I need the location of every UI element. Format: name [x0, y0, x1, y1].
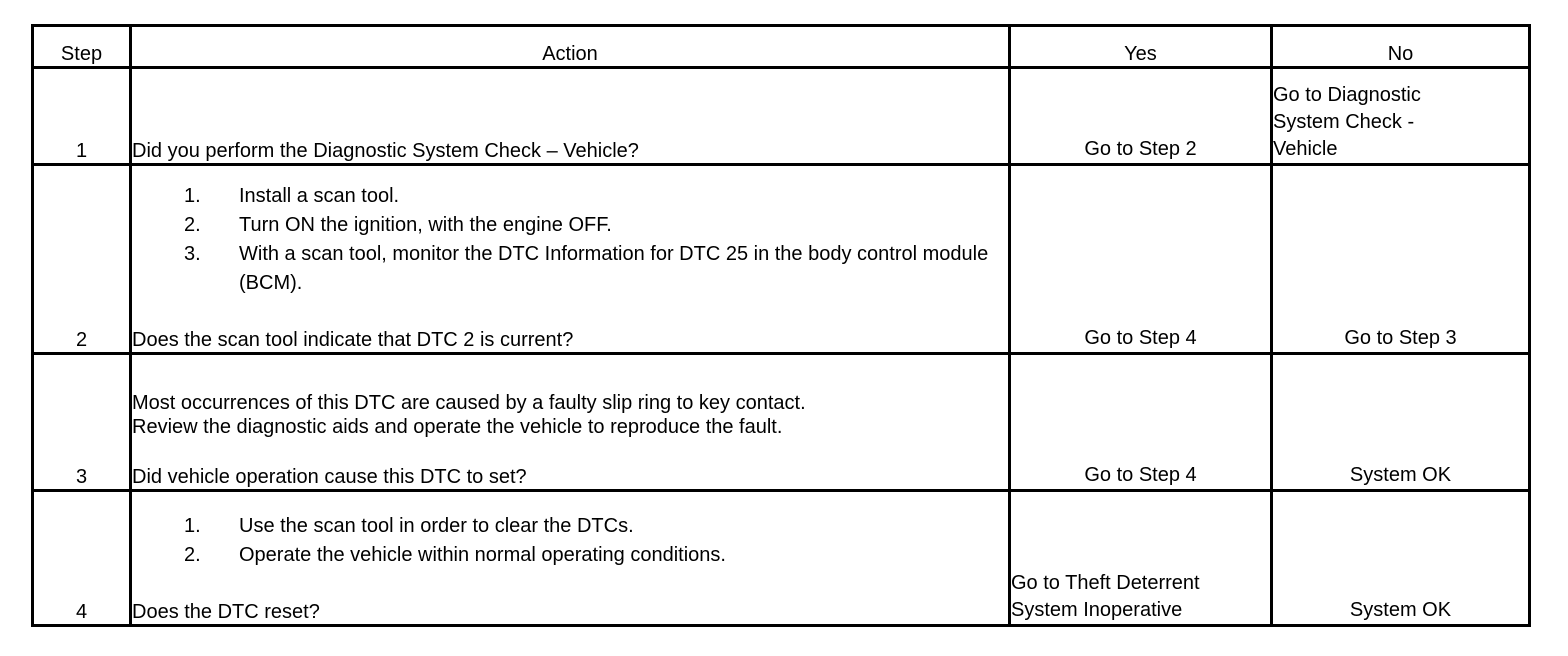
action-cell: Did you perform the Diagnostic System Ch…: [129, 66, 1011, 166]
answer-line: System Check -: [1273, 111, 1415, 133]
list-item-number: 1.: [184, 185, 201, 207]
list-item-number: 2.: [184, 544, 201, 566]
action-step-list: 1. Install a scan tool. 2. Turn ON the i…: [132, 182, 1008, 298]
action-content: Did you perform the Diagnostic System Ch…: [132, 139, 1008, 163]
list-item-number: 2.: [184, 214, 201, 236]
action-cell: 1. Install a scan tool. 2. Turn ON the i…: [129, 163, 1011, 355]
answer-line: System Inoperative: [1011, 599, 1183, 621]
table-row: 1 Did you perform the Diagnostic System …: [31, 66, 1531, 166]
step-number-cell: 2: [31, 163, 132, 355]
action-question: Did vehicle operation cause this DTC to …: [132, 466, 527, 488]
no-answer-cell: System OK: [1270, 352, 1531, 492]
spacer: [132, 439, 1008, 465]
action-content: 1. Use the scan tool in order to clear t…: [132, 512, 1008, 624]
diagnostic-procedure-table: Step Action Yes No 1 Did you perform the…: [31, 24, 1531, 627]
step-number-cell: 1: [31, 66, 132, 166]
action-cell: Most occurrences of this DTC are caused …: [129, 352, 1011, 492]
no-answer-cell: Go to Step 3: [1270, 163, 1531, 355]
table-header: Step Action Yes No: [31, 24, 1531, 69]
yes-answer-cell: Go to Step 4: [1008, 352, 1273, 492]
action-question: Does the scan tool indicate that DTC 2 i…: [132, 329, 574, 351]
answer-line: Go to Step 4: [1084, 464, 1197, 486]
answer-line: System OK: [1349, 599, 1452, 621]
action-list-item: 1. Use the scan tool in order to clear t…: [132, 512, 1008, 541]
step-number-cell: 3: [31, 352, 132, 492]
answer-line: Go to Step 2: [1084, 138, 1197, 160]
no-answer-cell: System OK: [1270, 489, 1531, 627]
list-item-text: With a scan tool, monitor the DTC Inform…: [239, 243, 989, 294]
action-paragraph-line: Review the diagnostic aids and operate t…: [132, 416, 783, 438]
spacer: [132, 570, 1008, 600]
table-body: 1 Did you perform the Diagnostic System …: [31, 66, 1531, 627]
action-list-item: 2. Operate the vehicle within normal ope…: [132, 541, 1008, 570]
action-step-list: 1. Use the scan tool in order to clear t…: [132, 512, 1008, 570]
answer-line: Go to Theft Deterrent: [1011, 572, 1200, 594]
table-row: 3 Most occurrences of this DTC are cause…: [31, 352, 1531, 492]
yes-answer-cell: Go to Step 4: [1008, 163, 1273, 355]
step-number-cell: 4: [31, 489, 132, 627]
list-item-text: Operate the vehicle within normal operat…: [239, 544, 726, 566]
spacer: [132, 298, 1008, 328]
answer-line: Go to Step 3: [1344, 327, 1457, 349]
list-item-text: Install a scan tool.: [239, 185, 400, 207]
table-row: 4 1. Use the scan tool in order to clear…: [31, 489, 1531, 627]
column-header-action: Action: [129, 24, 1011, 69]
list-item-text: Turn ON the ignition, with the engine OF…: [239, 214, 612, 236]
action-cell: 1. Use the scan tool in order to clear t…: [129, 489, 1011, 627]
yes-answer-cell: Go to Theft Deterrent System Inoperative: [1008, 489, 1273, 627]
answer-line: Go to Diagnostic: [1273, 84, 1421, 106]
action-question: Does the DTC reset?: [132, 601, 320, 623]
answer-line: Vehicle: [1273, 138, 1338, 160]
yes-answer-cell: Go to Step 2: [1008, 66, 1273, 166]
action-paragraph-line: Most occurrences of this DTC are caused …: [132, 392, 806, 414]
answer-line: System OK: [1349, 464, 1452, 486]
action-content: 1. Install a scan tool. 2. Turn ON the i…: [132, 182, 1008, 352]
list-item-number: 3.: [184, 243, 201, 265]
action-list-item: 2. Turn ON the ignition, with the engine…: [132, 211, 1008, 240]
column-header-no: No: [1270, 24, 1531, 69]
action-list-item: 1. Install a scan tool.: [132, 182, 1008, 211]
action-question: Did you perform the Diagnostic System Ch…: [132, 140, 639, 162]
no-answer-cell: Go to Diagnostic System Check - Vehicle: [1270, 66, 1531, 166]
action-content: Most occurrences of this DTC are caused …: [132, 391, 1008, 489]
list-item-number: 1.: [184, 515, 201, 537]
table-row: 2 1. Install a scan tool. 2. Turn ON the…: [31, 163, 1531, 355]
answer-line: Go to Step 4: [1084, 327, 1197, 349]
column-header-step: Step: [31, 24, 132, 69]
column-header-yes: Yes: [1008, 24, 1273, 69]
action-list-item: 3. With a scan tool, monitor the DTC Inf…: [132, 240, 1008, 298]
table-header-row: Step Action Yes No: [31, 24, 1531, 69]
list-item-text: Use the scan tool in order to clear the …: [239, 515, 634, 537]
